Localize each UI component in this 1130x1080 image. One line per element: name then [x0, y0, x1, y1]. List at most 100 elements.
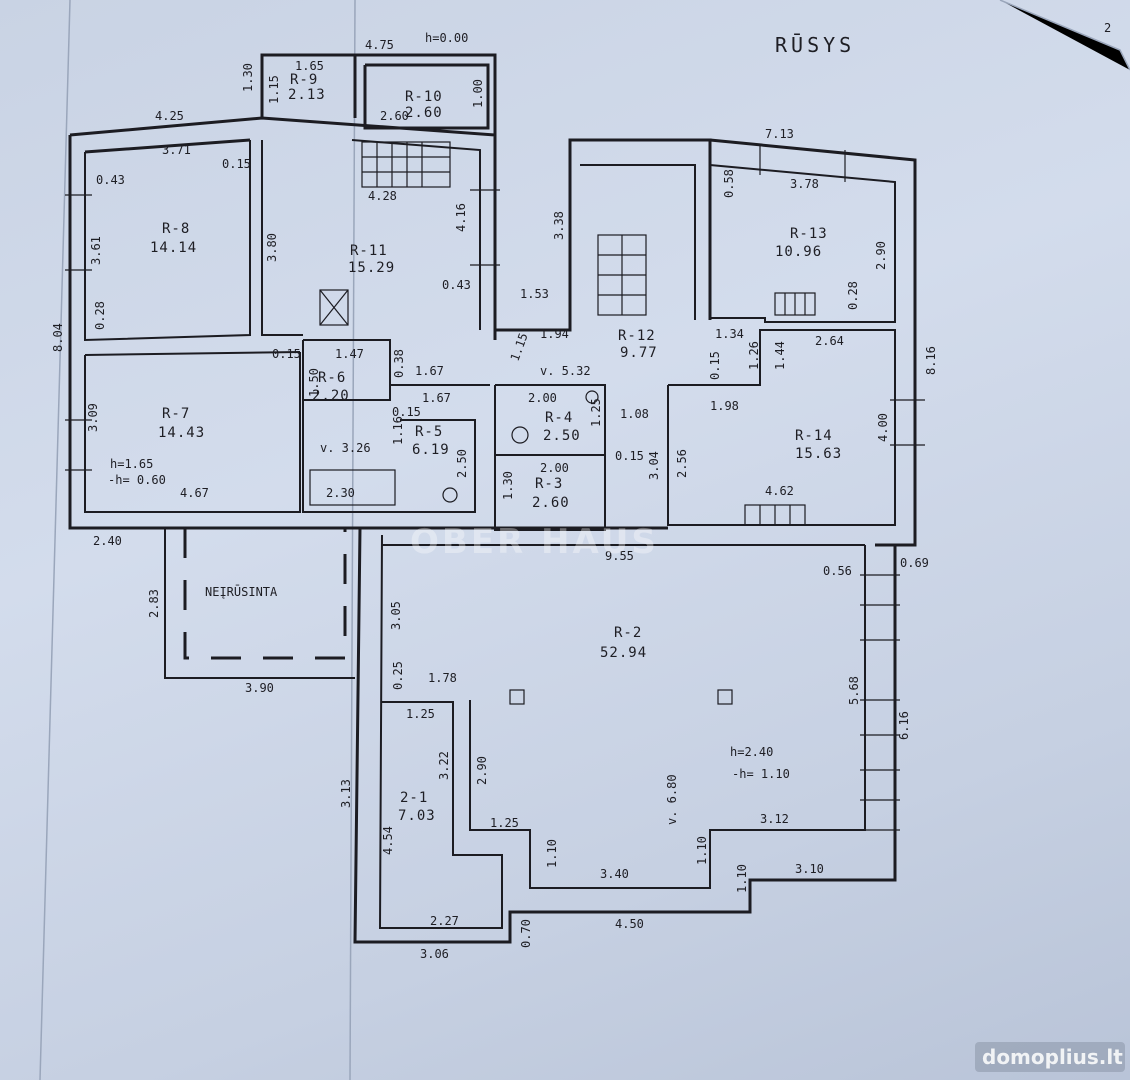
- unfinished-area-label: NEĮRŪSINTA: [205, 585, 278, 599]
- dimension-label: 8.16: [924, 346, 938, 375]
- dimension-label: 0.56: [823, 564, 852, 578]
- room-area: 10.96: [775, 244, 822, 260]
- window-marks: [65, 145, 925, 831]
- dimension-label: 1.78: [428, 671, 457, 685]
- room-area: 2.60: [532, 495, 570, 511]
- dimension-label: 1.65: [295, 59, 324, 73]
- dimension-label: 4.00: [876, 413, 890, 442]
- sheet-title: RŪSYS: [775, 33, 855, 57]
- dimension-label: 4.67: [180, 486, 209, 500]
- dimension-label: 3.61: [89, 236, 103, 265]
- dimension-label: 0.28: [846, 281, 860, 310]
- dimension-label: 1.25: [490, 816, 519, 830]
- dimension-label: 3.71: [162, 143, 191, 157]
- dimension-label: 3.90: [245, 681, 274, 695]
- dimension-label: 1.00: [471, 79, 485, 108]
- dimension-label: 2.00: [540, 461, 569, 475]
- dimension-label: 0.69: [900, 556, 929, 570]
- dimension-label: v. 5.32: [540, 364, 591, 378]
- dimension-label: v. 6.80: [665, 774, 679, 825]
- room-label: R-13: [790, 226, 828, 242]
- dimension-label: 3.04: [647, 451, 661, 480]
- dimension-label: 1.25: [406, 707, 435, 721]
- dimension-label: 3.06: [420, 947, 449, 961]
- room-labels: R-9 2.13 R-10 2.60 R-8 14.14 R-11 15.29 …: [108, 72, 841, 824]
- dimension-label: 2.56: [675, 449, 689, 478]
- dimension-label: 1.08: [620, 407, 649, 421]
- walls: [68, 53, 917, 944]
- dimension-label: 8.04: [51, 323, 65, 352]
- dimension-label: 1.15: [508, 331, 531, 363]
- paper-fold-line: [349, 0, 356, 1080]
- dimension-label: 1.10: [545, 839, 559, 868]
- dimension-label: 3.38: [552, 211, 566, 240]
- dimension-label: 0.15: [272, 347, 301, 361]
- room-area: 7.03: [398, 808, 436, 824]
- dimension-label: 1.15: [267, 75, 281, 104]
- dimension-label: 3.40: [600, 867, 629, 881]
- dimension-label: 2.64: [815, 334, 844, 348]
- dimension-label: 0.70: [519, 919, 533, 948]
- room-label: R-2: [614, 625, 642, 641]
- dimension-label: 3.05: [389, 601, 403, 630]
- dimension-label: 4.54: [381, 826, 395, 855]
- dimension-label: 6.16: [897, 711, 911, 740]
- dimension-label: 1.25: [589, 398, 603, 427]
- dimension-label: 0.15: [222, 157, 251, 171]
- dimension-label: 2.90: [874, 241, 888, 270]
- dimension-label: 1.26: [747, 341, 761, 370]
- dimension-label: 1.30: [241, 63, 255, 92]
- site-watermark-text: domoplius.lt: [982, 1045, 1123, 1069]
- dimension-label: 2.27: [430, 914, 459, 928]
- dimension-label: 0.15: [392, 405, 421, 419]
- room-label: R-10: [405, 89, 443, 105]
- dimension-label: 1.16: [391, 416, 405, 445]
- dimension-label: 0.38: [392, 349, 406, 378]
- dimension-label: 0.15: [708, 351, 722, 380]
- room-label: R-6: [318, 370, 346, 386]
- dimension-label: 2.60: [380, 109, 409, 123]
- dimension-label: 0.15: [615, 449, 644, 463]
- paper-fold-line: [39, 0, 71, 1080]
- dimension-label: 5.68: [847, 676, 861, 705]
- dimension-label: 3.78: [790, 177, 819, 191]
- dimension-label: 3.80: [265, 233, 279, 262]
- dimension-label: 1.47: [335, 347, 364, 361]
- room-area: 6.19: [412, 442, 450, 458]
- paper-edge: [999, 0, 1130, 71]
- dimension-label: 1.44: [773, 341, 787, 370]
- dimension-label: 4.16: [454, 203, 468, 232]
- dimension-label: 3.09: [86, 403, 100, 432]
- dimension-label: 4.25: [155, 109, 184, 123]
- dimension-label: 2.30: [326, 486, 355, 500]
- room-area: 15.29: [348, 260, 395, 276]
- dimension-label: 2.90: [475, 756, 489, 785]
- room-area: 2.60: [405, 105, 443, 121]
- dimension-label: 2.50: [455, 449, 469, 478]
- dimension-label: 0.25: [391, 661, 405, 690]
- level-mark: h=0.00: [425, 31, 468, 45]
- site-watermark: domoplius.lt: [975, 1042, 1125, 1072]
- dimension-label: 3.13: [339, 779, 353, 808]
- room-area: 2.50: [543, 428, 581, 444]
- room-height: -h= 1.10: [732, 767, 790, 781]
- dimension-label: 1.30: [501, 471, 515, 500]
- dimension-label: 4.62: [765, 484, 794, 498]
- dimension-label: 0.43: [442, 278, 471, 292]
- dimension-label: 1.34: [715, 327, 744, 341]
- room-label: R-3: [535, 476, 563, 492]
- dimension-label: 1.10: [735, 864, 749, 893]
- dimension-label: 4.75: [365, 38, 394, 52]
- room-label: R-4: [545, 410, 573, 426]
- room-label: R-7: [162, 406, 190, 422]
- room-area: 2.20: [312, 388, 350, 404]
- room-height: -h= 0.60: [108, 473, 166, 487]
- room-label: R-8: [162, 221, 190, 237]
- room-area: 52.94: [600, 645, 647, 661]
- dimension-labels: 4.75 1.65 1.30 1.15 1.00 2.60 4.25 3.71 …: [51, 38, 938, 961]
- dimension-label: 3.22: [437, 751, 451, 780]
- dimension-label: 2.00: [528, 391, 557, 405]
- dimension-label: 1.53: [520, 287, 549, 301]
- room-height: h=1.65: [110, 457, 153, 471]
